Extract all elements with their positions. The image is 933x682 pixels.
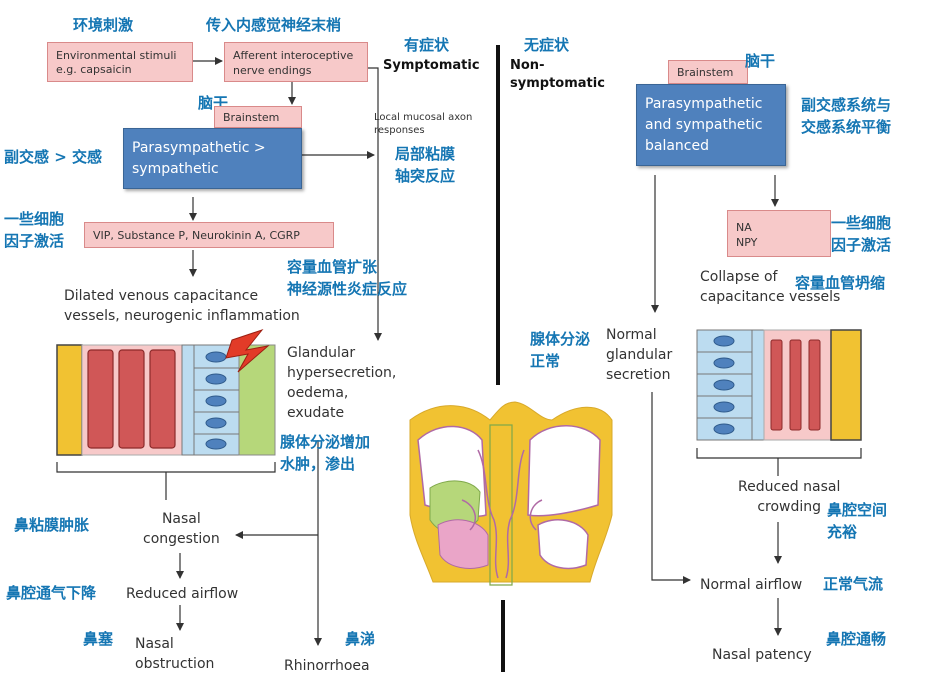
nasal-sinus-cross-section	[409, 401, 613, 586]
nonsymptomatic-line1: Non-	[510, 58, 545, 73]
afferent-line1: Afferent interoceptive	[233, 49, 354, 62]
collapse-vessels-label: Collapse of capacitance vessels	[700, 267, 840, 307]
dilated-cn-line2: 神经源性炎症反应	[287, 280, 408, 298]
normal-glandular-label: Normal glandular secretion	[606, 325, 672, 385]
nonsymptomatic-line2: symptomatic	[510, 76, 605, 91]
obstruction-line1: Nasal	[135, 636, 174, 652]
obstruction-line2: obstruction	[135, 656, 215, 672]
na-npy-box: NA NPY	[727, 210, 831, 257]
glandular-line2: hypersecretion,	[287, 365, 397, 381]
vip-cn-line1: 一些细胞	[4, 210, 65, 228]
glandular-hypersecretion-label: Glandular hypersecretion, oedema, exudat…	[287, 343, 396, 423]
dilated-cn-line1: 容量血管扩张	[287, 258, 378, 276]
normal-gland-line2: glandular	[606, 347, 673, 363]
arrow-gland-to-normal-airflow	[651, 392, 691, 584]
na-cn-label: 一些细胞 因子激活	[831, 212, 891, 256]
parasympathetic-greater-box: Parasympathetic > sympathetic	[123, 128, 302, 189]
afferent-cn-label: 传入内感觉神经末梢	[206, 16, 342, 34]
glandular-cn-label: 腺体分泌增加 水肿，渗出	[280, 431, 370, 475]
normal-airflow-label: Normal airflow	[700, 577, 803, 593]
balanced-line3: balanced	[645, 138, 710, 154]
crowding-line2: crowding	[757, 499, 822, 515]
reduced-airflow-label: Reduced airflow	[126, 586, 239, 602]
nonsymptomatic-heading: Non- symptomatic	[510, 57, 605, 93]
symptomatic-cn-heading: 有症状	[404, 36, 450, 54]
reduced-crowding-label: Reduced nasal crowding	[738, 477, 840, 517]
balanced-cn-line2: 交感系统平衡	[801, 118, 892, 136]
normal-gland-cn-line2: 正常	[530, 352, 561, 370]
stimuli-line1: Environmental stimuli	[56, 49, 177, 62]
environmental-stimuli-box: Environmental stimuli e.g. capsaicin	[47, 42, 193, 82]
balanced-cn-label: 副交感系统与 交感系统平衡	[801, 94, 891, 138]
glandular-cn-line1: 腺体分泌增加	[280, 433, 371, 451]
balanced-cn-line1: 副交感系统与	[801, 96, 892, 114]
nonsymptomatic-cn-heading: 无症状	[524, 36, 570, 54]
stimuli-line2: e.g. capsaicin	[56, 63, 132, 76]
congestion-line2: congestion	[143, 531, 220, 547]
nasal-obstruction-label: Nasal obstruction	[135, 634, 214, 674]
brainstem-box-left: Brainstem	[214, 106, 302, 128]
rhinorrhoea-label: Rhinorrhoea	[284, 658, 370, 674]
crowding-cn-line1: 鼻腔空间	[827, 501, 888, 519]
local-axon-label: Local mucosal axon responses	[374, 111, 472, 137]
dilated-cn-label: 容量血管扩张 神经源性炎症反应	[287, 256, 407, 300]
vip-cn-line2: 因子激活	[4, 232, 65, 250]
glandular-line3: oedema,	[287, 385, 349, 401]
vip-substance-p-box: VIP, Substance P, Neurokinin A, CGRP	[84, 222, 334, 248]
local-axon-cn-line1: 局部粘膜	[395, 145, 456, 163]
na-line2: NPY	[736, 236, 758, 249]
local-axon-cn-label: 局部粘膜 轴突反应	[395, 143, 455, 187]
reduced-airflow-cn-label: 鼻腔通气下降	[6, 584, 97, 602]
nasal-congestion-label: Nasal congestion	[143, 509, 220, 549]
normal-gland-cn-label: 腺体分泌 正常	[530, 328, 590, 372]
normal-gland-line1: Normal	[606, 327, 657, 343]
nasal-patency-label: Nasal patency	[712, 647, 812, 663]
normal-gland-cn-line1: 腺体分泌	[530, 330, 591, 348]
congestion-cn-label: 鼻粘膜肿胀	[14, 516, 90, 534]
na-cn-line1: 一些细胞	[831, 214, 892, 232]
na-line1: NA	[736, 221, 752, 234]
symptomatic-heading: Symptomatic	[383, 58, 480, 73]
right-tissue-illustration	[696, 329, 862, 476]
para-cn-label: 副交感 > 交感	[4, 148, 103, 166]
balanced-autonomic-box: Parasympathetic and sympathetic balanced	[636, 84, 786, 166]
crowding-line1: Reduced nasal	[738, 479, 841, 495]
dilated-line1: Dilated venous capacitance	[64, 288, 259, 304]
brainstem-box-right: Brainstem	[668, 60, 748, 84]
dilated-vessels-label: Dilated venous capacitance vessels, neur…	[64, 286, 300, 326]
glandular-line4: exudate	[287, 405, 345, 421]
collapse-line1: Collapse of	[700, 269, 778, 285]
obstruction-cn-label: 鼻塞	[83, 630, 114, 648]
glandular-cn-line2: 水肿，渗出	[280, 455, 356, 473]
local-axon-line1: Local mucosal axon	[374, 112, 473, 123]
dilated-line2: vessels, neurogenic inflammation	[64, 308, 300, 324]
collapse-cn-label: 容量血管坍缩	[795, 274, 886, 292]
brainstem-cn-label-right: 脑干	[745, 52, 776, 70]
left-tissue-illustration	[56, 328, 276, 500]
afferent-nerve-box: Afferent interoceptive nerve endings	[224, 42, 368, 82]
local-axon-line2: responses	[374, 125, 425, 136]
congestion-line1: Nasal	[161, 511, 201, 527]
normal-airflow-cn-label: 正常气流	[823, 575, 884, 593]
collapse-line2: capacitance vessels	[700, 289, 841, 305]
patency-cn-label: 鼻腔通畅	[826, 630, 887, 648]
para-line2: sympathetic	[132, 161, 219, 177]
crowding-cn-line2: 充裕	[827, 523, 858, 541]
local-axon-cn-line2: 轴突反应	[395, 167, 456, 185]
afferent-line2: nerve endings	[233, 64, 312, 77]
arrow-afferent-to-local-axon	[368, 67, 382, 341]
normal-gland-line3: secretion	[606, 367, 671, 383]
vip-cn-label: 一些细胞 因子激活	[4, 208, 64, 252]
balanced-line2: and sympathetic	[645, 117, 763, 133]
glandular-line1: Glandular	[287, 345, 356, 361]
para-line1: Parasympathetic >	[132, 140, 266, 156]
rhinorrhoea-cn-label: 鼻涕	[345, 630, 376, 648]
stimuli-cn-label: 环境刺激	[73, 16, 134, 34]
na-cn-line2: 因子激活	[831, 236, 892, 254]
balanced-line1: Parasympathetic	[645, 96, 763, 112]
crowding-cn-label: 鼻腔空间 充裕	[827, 499, 887, 543]
